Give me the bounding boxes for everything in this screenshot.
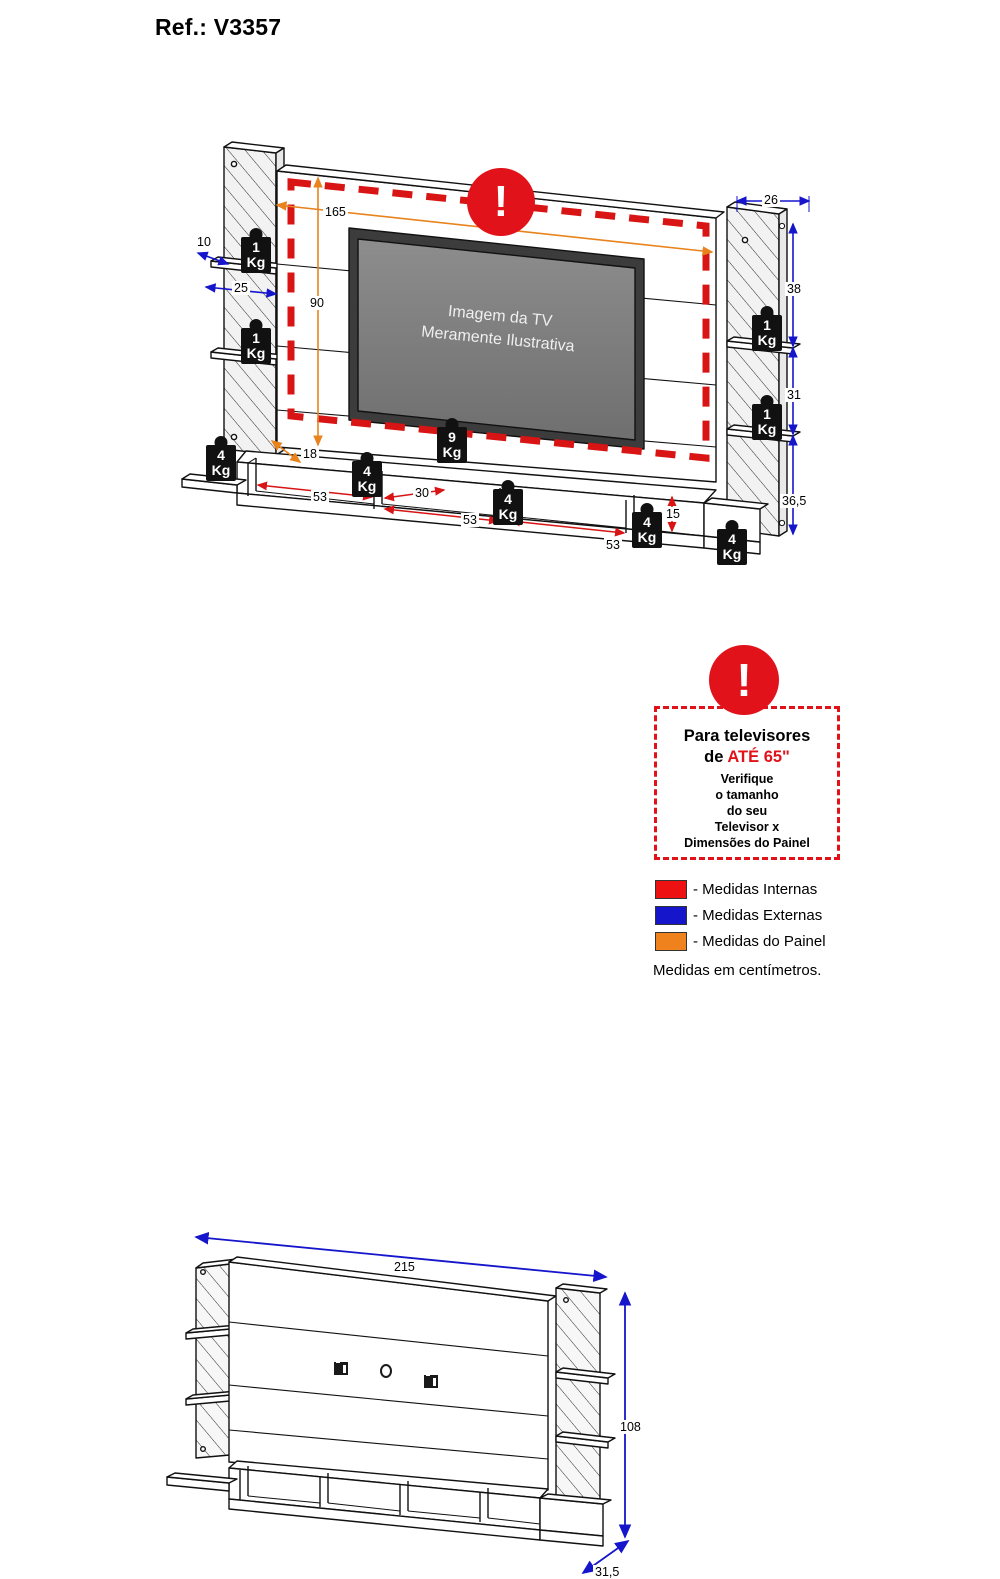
tv-warning-heading-2: de ATÉ 65": [657, 747, 837, 768]
weight-tag-bench-5: 4 Kg: [717, 529, 747, 565]
weight-tag-tv-panel: 9 Kg: [437, 427, 467, 463]
weight-value: 4: [728, 531, 736, 547]
diagram-bottom: 215 108 31,5: [0, 600, 1000, 1579]
dimension-label-26: 26: [762, 193, 780, 207]
weight-tag-right-shelf-2: 1 Kg: [752, 404, 782, 440]
legend-swatch-external: [655, 905, 687, 925]
weight-tag-bench-4: 4 Kg: [632, 512, 662, 548]
dimension-label-215: 215: [392, 1260, 417, 1274]
weight-unit: Kg: [757, 332, 777, 348]
weight-unit: Kg: [722, 546, 742, 562]
dimension-label-36-5: 36,5: [780, 494, 809, 508]
weight-unit: Kg: [442, 444, 462, 460]
warning-glyph: !: [493, 177, 509, 226]
legend-label-internal: - Medidas Internas: [693, 880, 818, 898]
legend: - Medidas Internas - Medidas Externas - …: [655, 876, 826, 954]
weight-value: 1: [252, 330, 260, 346]
tv-warning-glyph: !: [736, 654, 752, 706]
weight-tag-bench-3: 4 Kg: [493, 489, 523, 525]
tv-warning-heading-2-prefix: de: [704, 748, 728, 766]
tv-warning-body-1: Verifique: [720, 772, 774, 786]
weight-unit: Kg: [757, 421, 777, 437]
weight-unit: Kg: [357, 478, 377, 494]
dimension-label-53-a: 53: [311, 490, 329, 504]
top-diagram-linework: [181, 141, 811, 555]
tv-warning-exclamation-icon: !: [709, 645, 779, 715]
dimension-label-25: 25: [232, 281, 250, 295]
legend-label-external: - Medidas Externas: [693, 906, 823, 924]
tv-size-warning-box: Para televisores de ATÉ 65" Verifique o …: [654, 706, 840, 860]
weight-unit: Kg: [498, 506, 518, 522]
legend-units-note: Medidas em centímetros.: [653, 962, 822, 979]
weight-tag-bench-2: 4 Kg: [352, 461, 382, 497]
weight-tag-right-shelf-1: 1 Kg: [752, 315, 782, 351]
diagram-top: Imagem da TV Meramente Ilustrativa ! 165…: [0, 0, 1000, 600]
weight-value: 4: [504, 491, 512, 507]
weight-unit: Kg: [637, 529, 657, 545]
weight-tag-bench-1: 4 Kg: [206, 445, 236, 481]
page-title: Ref.: V3357: [155, 14, 282, 40]
weight-value: 1: [252, 239, 260, 255]
tv-warning-body-5: Dimensões do Painel: [684, 836, 810, 850]
bottom-diagram-linework: [166, 1231, 632, 1575]
dimension-label-38: 38: [785, 282, 803, 296]
dimension-label-165: 165: [323, 205, 348, 219]
legend-item-external: - Medidas Externas: [655, 902, 826, 928]
dimension-label-31-5: 31,5: [593, 1565, 622, 1579]
dimension-label-53-b: 53: [461, 513, 479, 527]
tv-warning-body-4: Televisor x: [714, 820, 780, 834]
dimension-label-10: 10: [195, 235, 213, 249]
legend-item-internal: - Medidas Internas: [655, 876, 826, 902]
legend-item-panel: - Medidas do Painel: [655, 928, 826, 954]
weight-value: 1: [763, 406, 771, 422]
dimension-label-31: 31: [785, 388, 803, 402]
weight-value: 4: [363, 463, 371, 479]
dimension-label-108: 108: [618, 1420, 643, 1434]
weight-tag-left-shelf-1: 1 Kg: [241, 237, 271, 273]
dimension-label-15: 15: [664, 507, 682, 521]
weight-unit: Kg: [246, 254, 266, 270]
legend-swatch-panel: [655, 931, 687, 951]
weight-tag-left-shelf-2: 1 Kg: [241, 328, 271, 364]
weight-value: 4: [643, 514, 651, 530]
dimension-label-30: 30: [413, 486, 431, 500]
dimension-label-18: 18: [301, 447, 319, 461]
tv-warning-body-2: o tamanho: [715, 788, 779, 802]
legend-label-panel: - Medidas do Painel: [693, 932, 826, 950]
weight-value: 4: [217, 447, 225, 463]
weight-unit: Kg: [211, 462, 231, 478]
weight-value: 1: [763, 317, 771, 333]
tv-warning-heading-1: Para televisores: [683, 727, 811, 745]
tv-warning-body-3: do seu: [726, 804, 768, 818]
tv-warning-size-highlight: ATÉ 65": [727, 748, 790, 766]
dimension-label-53-c: 53: [604, 538, 622, 552]
dimension-label-90: 90: [308, 296, 326, 310]
weight-unit: Kg: [246, 345, 266, 361]
weight-value: 9: [448, 429, 456, 445]
legend-swatch-internal: [655, 879, 687, 899]
warning-exclamation-icon: !: [467, 168, 535, 236]
